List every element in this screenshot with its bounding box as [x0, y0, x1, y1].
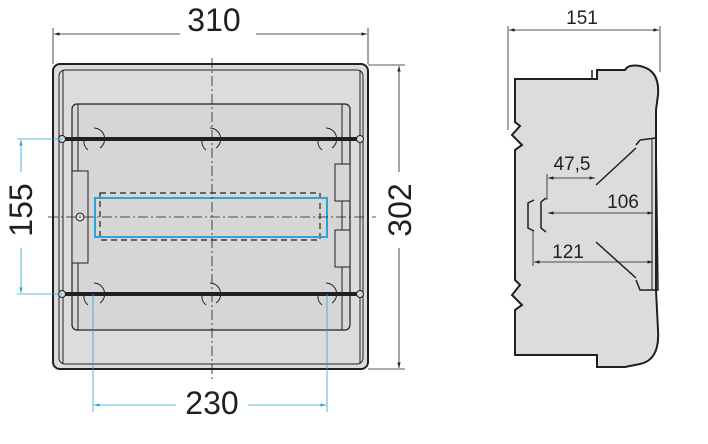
dim-a-label: 47,5: [554, 154, 591, 175]
width-label: 310: [187, 2, 240, 38]
height-label: 302: [382, 183, 418, 236]
mounting-bracket-lower: [595, 241, 637, 279]
dim-b-label: 106: [607, 192, 639, 213]
depth-label: 151: [566, 8, 598, 29]
dim-c-label: 121: [552, 242, 584, 263]
knockout-arcs: [83, 127, 338, 306]
right-tab-bottom: [334, 229, 351, 268]
rail-screws: [58, 135, 364, 298]
device-window: [94, 197, 328, 238]
rail-fixing-label: 230: [185, 385, 238, 421]
din-clip: [527, 197, 547, 233]
right-tab-top: [334, 163, 351, 202]
cutout-dashed: [99, 192, 321, 241]
rail-spacing-label: 155: [3, 183, 39, 236]
front-view: 310 302 155 230: [3, 2, 418, 421]
side-profile: [510, 64, 660, 368]
side-din-rail: [635, 137, 659, 291]
mounting-bracket-upper: [595, 147, 637, 186]
side-view: 151 47,5 106 121: [507, 8, 661, 368]
